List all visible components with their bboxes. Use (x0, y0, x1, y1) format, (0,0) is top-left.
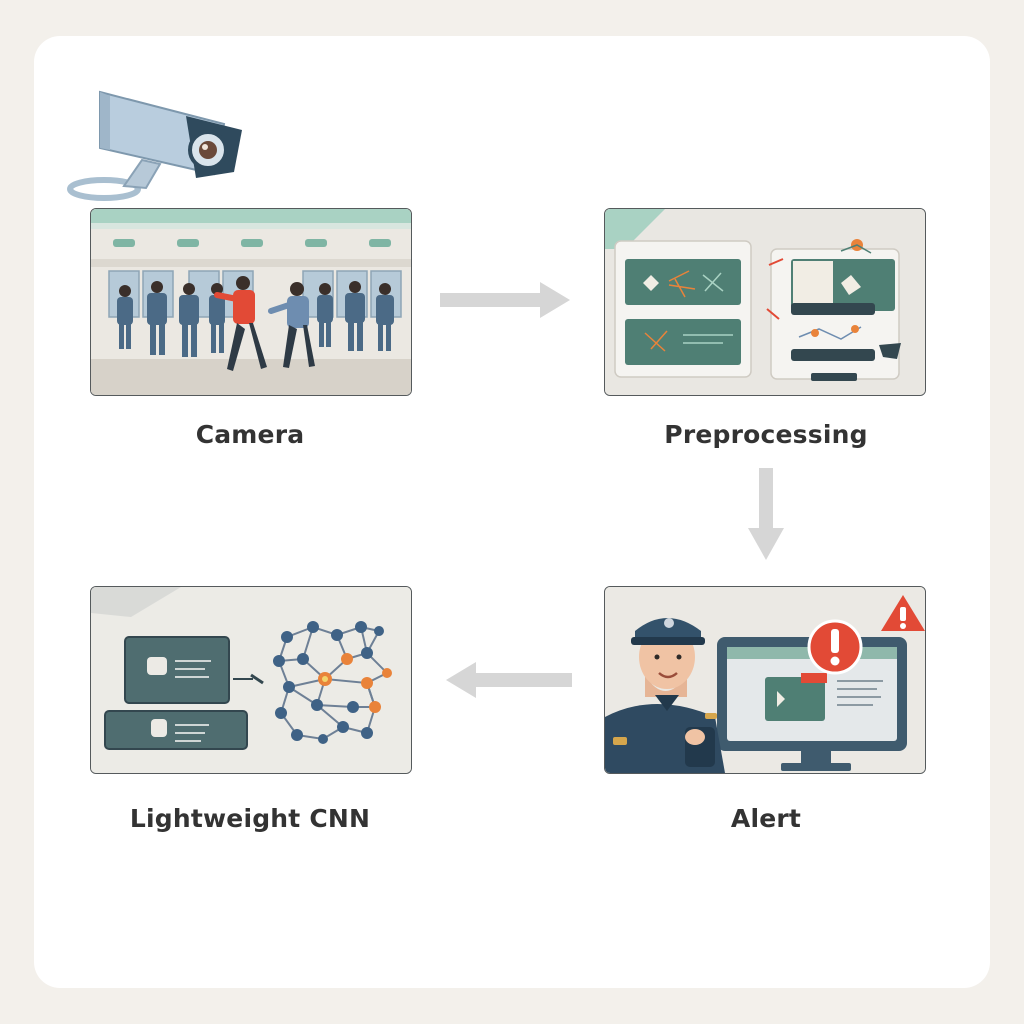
preprocessing-panel (604, 208, 926, 396)
lightweight-cnn-panel (90, 586, 412, 774)
stage-label-alert: Alert (730, 804, 802, 833)
stage-label-preprocessing: Preprocessing (664, 420, 868, 449)
camera-panel (90, 208, 412, 396)
arrow-camera-to-preprocessing (440, 280, 572, 320)
arrow-alert-to-cnn (446, 660, 572, 700)
stage-label-camera: Camera (195, 420, 305, 449)
security-camera-icon (66, 86, 248, 206)
stage-label-lightweight-cnn: Lightweight CNN (129, 804, 371, 833)
alert-panel (604, 586, 926, 774)
diagram-card (34, 36, 990, 988)
arrow-preprocessing-to-alert (746, 468, 786, 562)
